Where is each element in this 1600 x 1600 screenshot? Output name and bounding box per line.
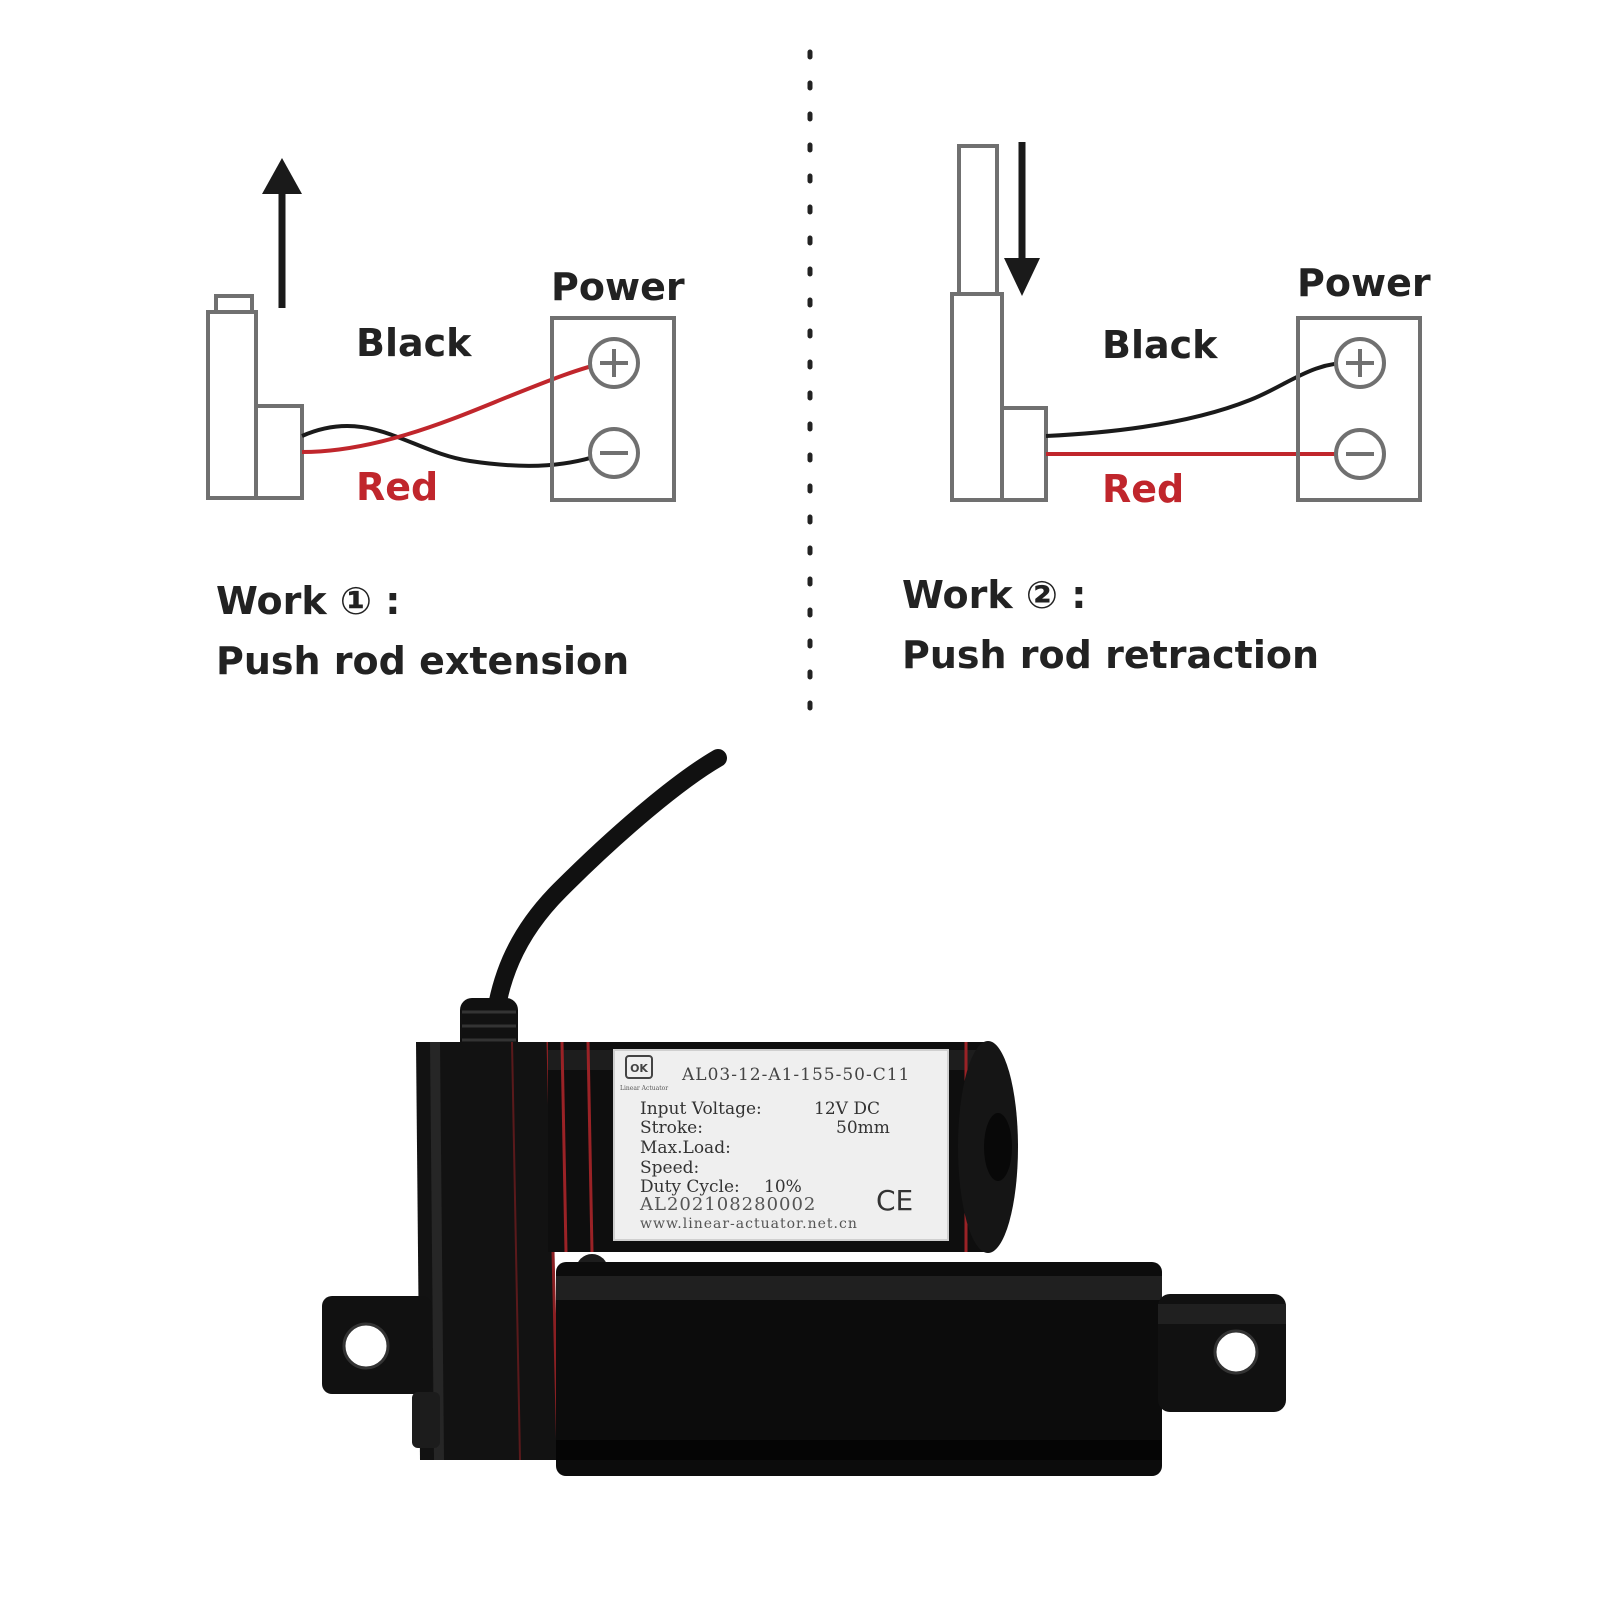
power-supply-box-left [550, 316, 676, 502]
red-wire-label: Red [1102, 467, 1184, 511]
power-cable [483, 749, 727, 1069]
work-1-description: Push rod extension [216, 639, 630, 683]
retract-arrow-down-icon [1004, 142, 1040, 296]
model-number: AL03-12-A1-155-50-C11 [681, 1065, 910, 1085]
power-label: Power [1297, 261, 1431, 305]
work-1-title: Work ① : [216, 579, 401, 623]
spec-stroke-value: 50mm [836, 1118, 890, 1138]
left-wiring-panel: Power Black Red [206, 158, 685, 509]
power-supply-box-right [1296, 316, 1422, 502]
rear-mount-clevis [322, 1296, 432, 1394]
spec-stroke-label: Stroke: [640, 1118, 703, 1138]
linear-actuator-photo: OK Linear Actuator AL03-12-A1-155-50-C11… [322, 749, 1286, 1476]
front-rod-end [1158, 1294, 1286, 1412]
product-spec-label: OK Linear Actuator AL03-12-A1-155-50-C11… [613, 1049, 949, 1241]
actuator-tube [556, 1262, 1162, 1476]
actuator-outline-extended [206, 294, 304, 500]
rear-mount-hole [344, 1324, 388, 1368]
spec-speed-label: Speed: [640, 1158, 699, 1178]
power-label: Power [551, 265, 685, 309]
brand-name: Linear Actuator [620, 1085, 668, 1092]
work-2-description: Push rod retraction [902, 633, 1320, 677]
ce-mark: CE [876, 1184, 913, 1217]
spec-duty-cycle-label: Duty Cycle: [640, 1177, 740, 1197]
svg-text:OK: OK [630, 1062, 648, 1075]
spec-max-load-label: Max.Load: [640, 1138, 731, 1158]
gearbox-housing [416, 1042, 558, 1460]
spec-duty-cycle-value: 10% [764, 1177, 802, 1197]
website-url: www.linear-actuator.net.cn [640, 1216, 858, 1232]
work-2-title: Work ② : [902, 573, 1087, 617]
black-wire-right [1045, 360, 1357, 438]
black-wire-left [301, 424, 607, 468]
brand-logo-icon: OK Linear Actuator [620, 1055, 668, 1092]
black-wire-label: Black [1102, 323, 1218, 367]
black-wire-label: Black [356, 321, 472, 365]
right-wiring-panel: Power Black Red [950, 142, 1431, 511]
front-mount-hole [1215, 1331, 1257, 1373]
extend-arrow-up-icon [262, 158, 302, 308]
serial-number: AL202108280002 [639, 1194, 816, 1215]
spec-input-voltage-value: 12V DC [814, 1099, 880, 1119]
spec-input-voltage-label: Input Voltage: [640, 1099, 762, 1119]
actuator-outline-retracting [950, 144, 1048, 502]
red-wire-label: Red [356, 465, 438, 509]
red-wire-left [301, 360, 609, 454]
